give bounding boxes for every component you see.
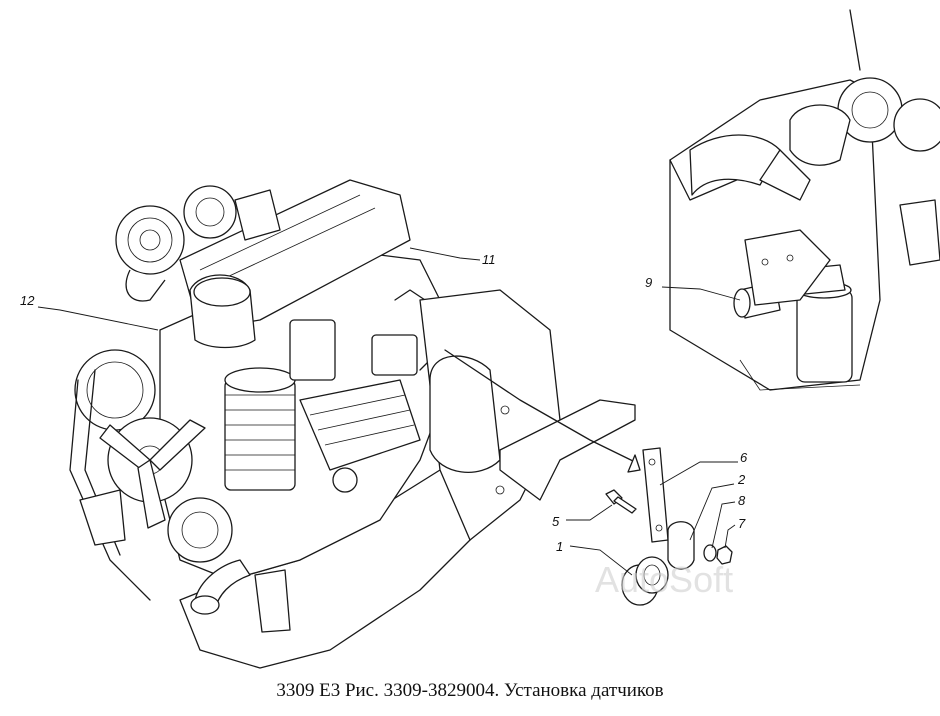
- bolt-part-6: [605, 489, 637, 514]
- nut-part-7: [716, 545, 733, 565]
- watermark: AutoSoft: [595, 559, 733, 600]
- callout-5: 6: [740, 450, 748, 465]
- turbocharger: [115, 185, 281, 302]
- callout-11: 11: [482, 252, 496, 267]
- exploded-parts: [605, 447, 733, 606]
- callout-7: 7: [738, 516, 746, 531]
- fuel-injection-pump: [299, 379, 421, 493]
- callout-12: 12: [20, 293, 35, 308]
- callout-1: 1: [556, 539, 563, 554]
- fan-pulley: [69, 349, 233, 601]
- grommet-part-1: [621, 556, 669, 606]
- engine-assembly: [69, 179, 641, 669]
- callout-6: 5: [552, 514, 560, 529]
- callout-2: 2: [737, 472, 746, 487]
- clamp-plate-part-5: [642, 447, 669, 543]
- p-clip-part-2: [667, 521, 695, 570]
- figure-caption: 3309 Е3 Рис. 3309-3829004. Установка дат…: [276, 680, 664, 701]
- callout-labels: 12 11 9 6 2 8 7 5 1: [20, 247, 748, 576]
- oil-filter-inset: [669, 9, 940, 391]
- callout-9: 9: [645, 275, 652, 290]
- washer-part-8: [703, 544, 717, 562]
- callout-8: 8: [738, 493, 746, 508]
